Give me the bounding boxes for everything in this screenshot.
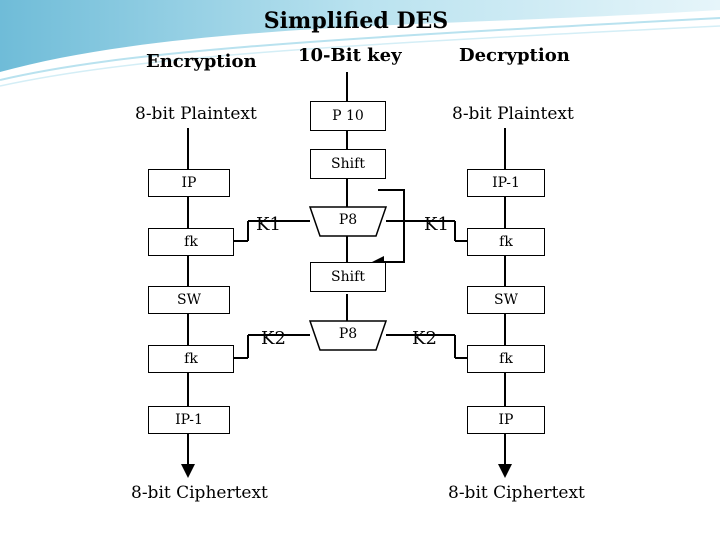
decryption-header: Decryption xyxy=(459,45,570,66)
dec-ip-inverse-label: IP-1 xyxy=(492,175,520,191)
dec-ciphertext-label: 8-bit Ciphertext xyxy=(448,483,585,503)
shift-box-2: Shift xyxy=(310,262,386,292)
p10-box: P 10 xyxy=(310,101,386,131)
enc-fk1-box: fk xyxy=(148,228,234,256)
k2-label-left: K2 xyxy=(261,328,286,349)
p8-label-1: P8 xyxy=(338,212,358,228)
k1-label-left: K1 xyxy=(256,214,281,235)
dec-ip-inverse-box: IP-1 xyxy=(467,169,545,197)
dec-output-arrow xyxy=(498,464,512,478)
enc-output-arrow xyxy=(181,464,195,478)
enc-fk1-label: fk xyxy=(184,234,198,250)
enc-ip-box: IP xyxy=(148,169,230,197)
banner-line xyxy=(0,17,720,81)
dec-fk1-label: fk xyxy=(499,234,513,250)
k2-label-right: K2 xyxy=(412,328,437,349)
enc-sw-label: SW xyxy=(177,292,201,308)
banner-line xyxy=(0,25,720,87)
enc-ciphertext-label: 8-bit Ciphertext xyxy=(131,483,268,503)
dec-plaintext-label: 8-bit Plaintext xyxy=(452,104,574,124)
enc-ip-inverse-box: IP-1 xyxy=(148,406,230,434)
shift-label-1: Shift xyxy=(331,156,365,172)
key-header: 10-Bit key xyxy=(298,45,402,66)
dec-fk1-box: fk xyxy=(467,228,545,256)
dec-fk2-label: fk xyxy=(499,351,513,367)
dec-sw-label: SW xyxy=(494,292,518,308)
p10-label: P 10 xyxy=(332,108,364,124)
dec-ip-label: IP xyxy=(498,412,514,428)
shift-feed-line xyxy=(378,189,405,263)
shift-box-1: Shift xyxy=(310,149,386,179)
p8-box-2 xyxy=(308,320,388,351)
enc-ip-label: IP xyxy=(181,175,197,191)
enc-plaintext-label: 8-bit Plaintext xyxy=(135,104,257,124)
banner-swoosh xyxy=(0,0,720,72)
shift-label-2: Shift xyxy=(331,269,365,285)
k1-label-right: K1 xyxy=(424,214,449,235)
p8-label-2: P8 xyxy=(338,326,358,342)
dec-ip-box: IP xyxy=(467,406,545,434)
encryption-header: Encryption xyxy=(146,51,257,72)
enc-fk2-label: fk xyxy=(184,351,198,367)
enc-fk2-box: fk xyxy=(148,345,234,373)
p8-box-1 xyxy=(308,206,388,237)
page-title: Simplified DES xyxy=(263,8,449,34)
dec-fk2-box: fk xyxy=(467,345,545,373)
dec-sw-box: SW xyxy=(467,286,545,314)
enc-ip-inverse-label: IP-1 xyxy=(175,412,203,428)
enc-sw-box: SW xyxy=(148,286,230,314)
